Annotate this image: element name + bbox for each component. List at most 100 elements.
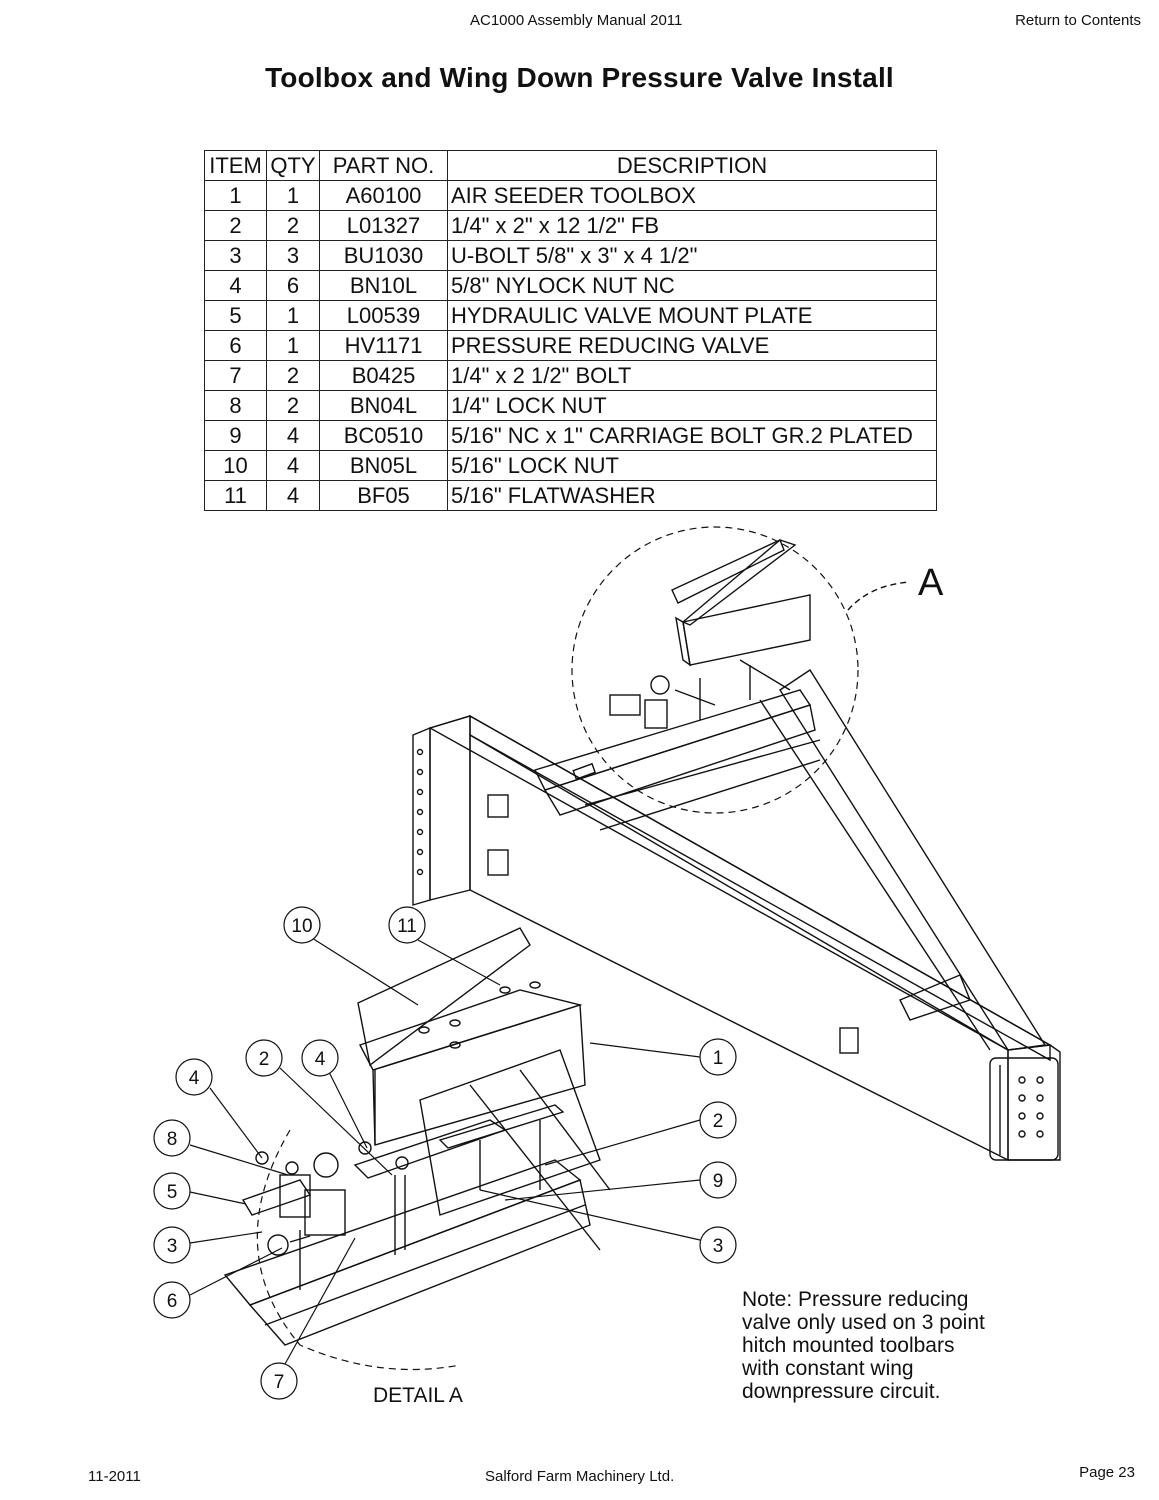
description-cell: 1/4" x 2" x 12 1/2" FB [447, 210, 937, 241]
note-line: valve only used on 3 point [742, 1311, 985, 1334]
callout-bubble: 4 [175, 1058, 213, 1096]
part-no-cell: BU1030 [319, 240, 448, 271]
qty-cell: 1 [266, 300, 320, 331]
note-line: downpressure circuit. [742, 1380, 941, 1403]
qty-cell: 1 [266, 180, 320, 211]
detail-circle-a [571, 526, 859, 814]
callout-number: 2 [713, 1111, 724, 1132]
part-no-cell: L00539 [319, 300, 448, 331]
callout-number: 2 [259, 1049, 270, 1070]
part-no-cell: A60100 [319, 180, 448, 211]
description-cell: 5/16" FLATWASHER [447, 480, 937, 511]
callout-bubble: 3 [153, 1226, 191, 1264]
description-cell: AIR SEEDER TOOLBOX [447, 180, 937, 211]
callout-number: 8 [167, 1129, 178, 1150]
callout-bubble: 4 [301, 1039, 339, 1077]
description-cell: 1/4" x 2 1/2" BOLT [447, 360, 937, 391]
callout-bubble: 10 [283, 906, 321, 944]
callout-circle [153, 1119, 191, 1157]
part-no-cell: B0425 [319, 360, 448, 391]
part-no-cell: BN04L [319, 390, 448, 421]
page-title: Toolbox and Wing Down Pressure Valve Ins… [265, 62, 894, 93]
description-cell: 5/16" LOCK NUT [447, 450, 937, 481]
item-cell: 6 [204, 330, 267, 361]
callout-circle [301, 1039, 339, 1077]
callout-number: 9 [713, 1171, 724, 1192]
part-no-cell: BN10L [319, 270, 448, 301]
item-cell: 3 [204, 240, 267, 271]
footer-page-number: Page 23 [1079, 1464, 1135, 1481]
callout-circle [153, 1172, 191, 1210]
callout-circle [388, 906, 426, 944]
item-cell: 5 [204, 300, 267, 331]
callout-bubble: 11 [388, 906, 426, 944]
callout-bubble: 3 [699, 1226, 737, 1264]
footer-company: Salford Farm Machinery Ltd. [485, 1468, 675, 1485]
callout-number: 6 [167, 1291, 178, 1312]
callout-bubble: 2 [245, 1039, 283, 1077]
part-no-cell: BC0510 [319, 420, 448, 451]
item-cell: 1 [204, 180, 267, 211]
qty-cell: 2 [266, 210, 320, 241]
item-cell: 7 [204, 360, 267, 391]
header-item: ITEM [204, 150, 267, 181]
callout-number: 7 [274, 1372, 285, 1393]
toolbar-frame [412, 539, 1061, 1162]
detail-a-label: DETAIL A [373, 1384, 463, 1407]
note-line: hitch mounted toolbars [742, 1334, 955, 1357]
callout-number: 3 [167, 1236, 178, 1257]
callout-number: 4 [189, 1068, 200, 1089]
callout-bubble: 2 [699, 1101, 737, 1139]
callout-bubble: 5 [153, 1172, 191, 1210]
footer-date: 11-2011 [88, 1468, 141, 1485]
part-no-cell: L01327 [319, 210, 448, 241]
header-qty: QTY [266, 150, 320, 181]
part-no-cell: HV1171 [319, 330, 448, 361]
callout-bubble: 8 [153, 1119, 191, 1157]
callout-circle [260, 1362, 298, 1400]
detail-leader-a [847, 581, 911, 611]
note-line: with constant wing [742, 1357, 914, 1380]
header-description: DESCRIPTION [447, 150, 937, 181]
callout-circle [699, 1226, 737, 1264]
qty-cell: 3 [266, 240, 320, 271]
description-cell: 1/4" LOCK NUT [447, 390, 937, 421]
qty-cell: 4 [266, 450, 320, 481]
detail-a-view [223, 927, 611, 1371]
callout-number: 3 [713, 1236, 724, 1257]
callout-number: 4 [315, 1049, 326, 1070]
callout-number: 1 [713, 1048, 724, 1069]
return-to-contents-link[interactable]: Return to Contents [1015, 12, 1141, 29]
item-cell: 4 [204, 270, 267, 301]
callout-circle [153, 1281, 191, 1319]
description-cell: HYDRAULIC VALVE MOUNT PLATE [447, 300, 937, 331]
manual-title: AC1000 Assembly Manual 2011 [470, 12, 683, 29]
qty-cell: 2 [266, 390, 320, 421]
part-no-cell: BF05 [319, 480, 448, 511]
description-cell: 5/8" NYLOCK NUT NC [447, 270, 937, 301]
description-cell: U-BOLT 5/8" x 3" x 4 1/2" [447, 240, 937, 271]
parts-table-header: ITEM QTY PART NO. DESCRIPTION [204, 150, 937, 181]
callout-bubble: 9 [699, 1161, 737, 1199]
detail-marker-a: A [918, 562, 944, 604]
callout-circle [175, 1058, 213, 1096]
callout-number: 11 [397, 916, 417, 937]
note-line: Note: Pressure reducing [742, 1288, 969, 1311]
callout-bubble: 6 [153, 1281, 191, 1319]
callout-number: 10 [291, 916, 312, 937]
callout-circle [699, 1038, 737, 1076]
description-cell: PRESSURE REDUCING VALVE [447, 330, 937, 361]
